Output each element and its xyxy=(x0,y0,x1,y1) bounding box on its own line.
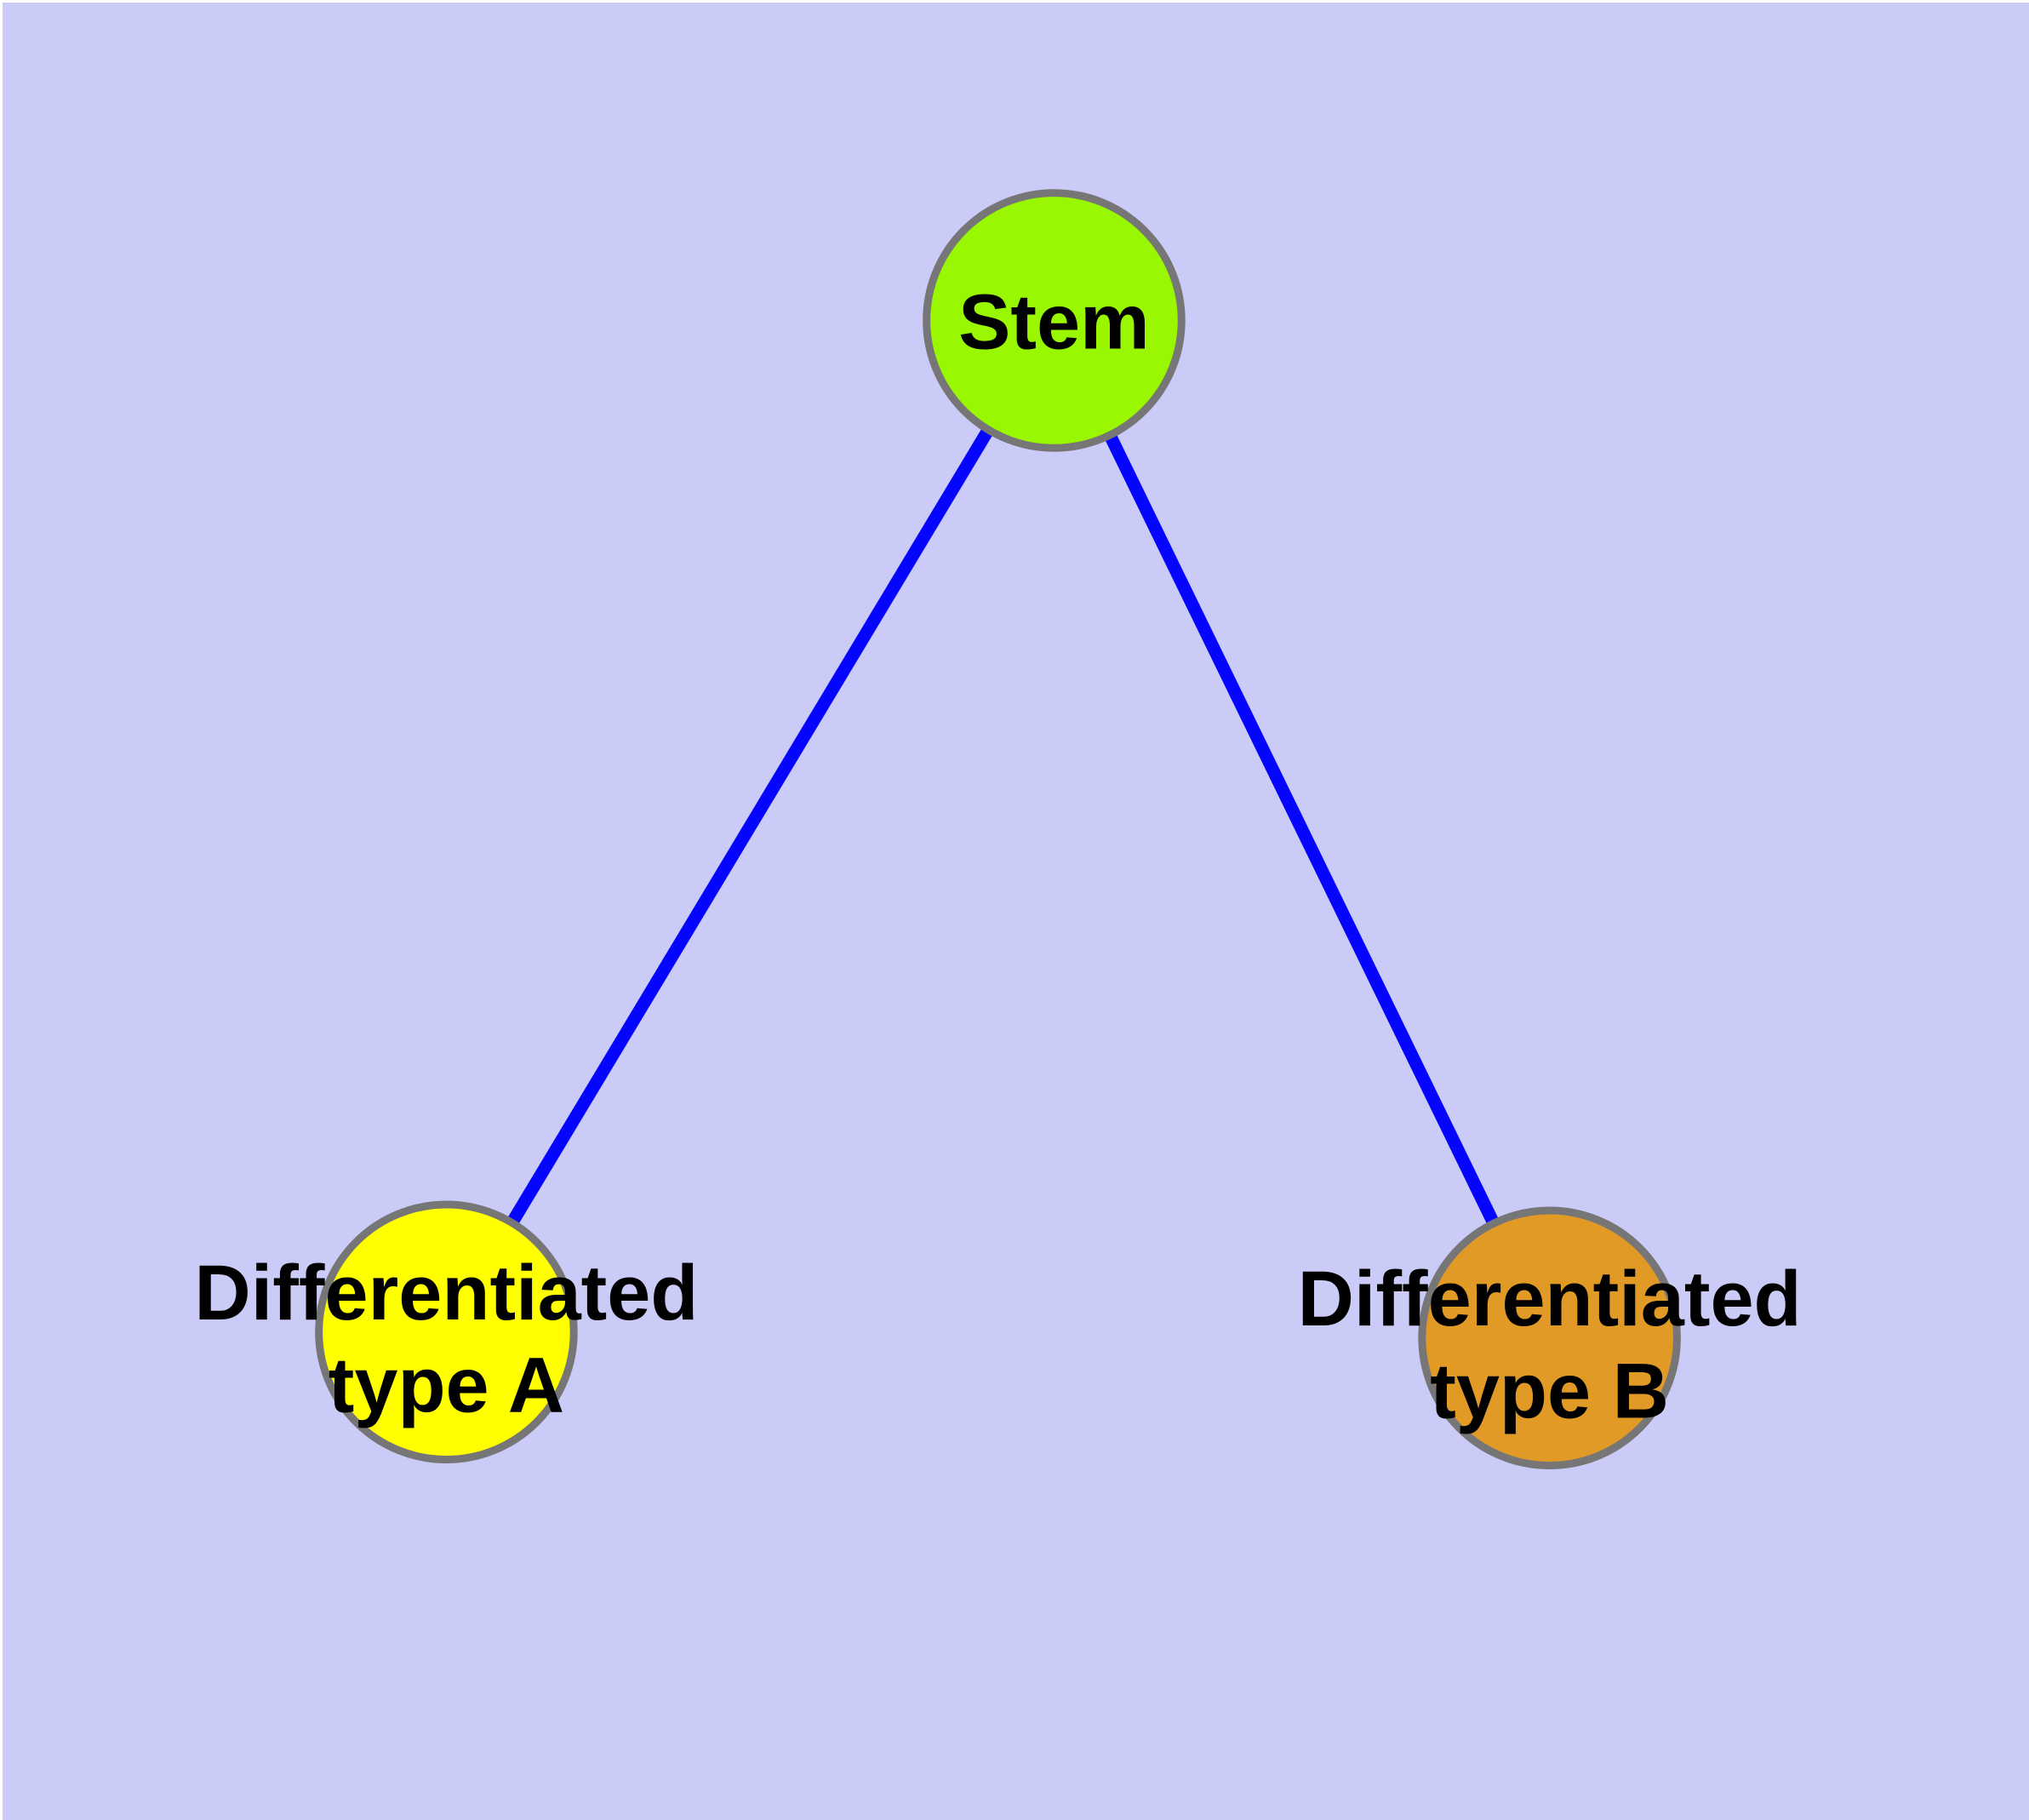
node-type-a-label-line1: Differentiated xyxy=(194,1250,698,1336)
node-stem-label: Stem xyxy=(958,278,1150,365)
node-type-b-label-line1: Differentiated xyxy=(1298,1256,1802,1342)
edge-stem-to-type-b xyxy=(1048,318,1556,1342)
node-type-b-label-line2: type B xyxy=(1430,1348,1669,1435)
edge-stem-to-type-a xyxy=(441,317,1060,1336)
node-type-a-label-line2: type A xyxy=(329,1342,564,1429)
graph-canvas: Stem Differentiated type A Differentiate… xyxy=(194,189,1802,1470)
diagram-background: Stem Differentiated type A Differentiate… xyxy=(3,3,2029,1820)
node-type-b-circle xyxy=(1418,1206,1681,1470)
node-type-a-circle xyxy=(315,1200,578,1464)
node-stem-circle xyxy=(923,189,1186,452)
